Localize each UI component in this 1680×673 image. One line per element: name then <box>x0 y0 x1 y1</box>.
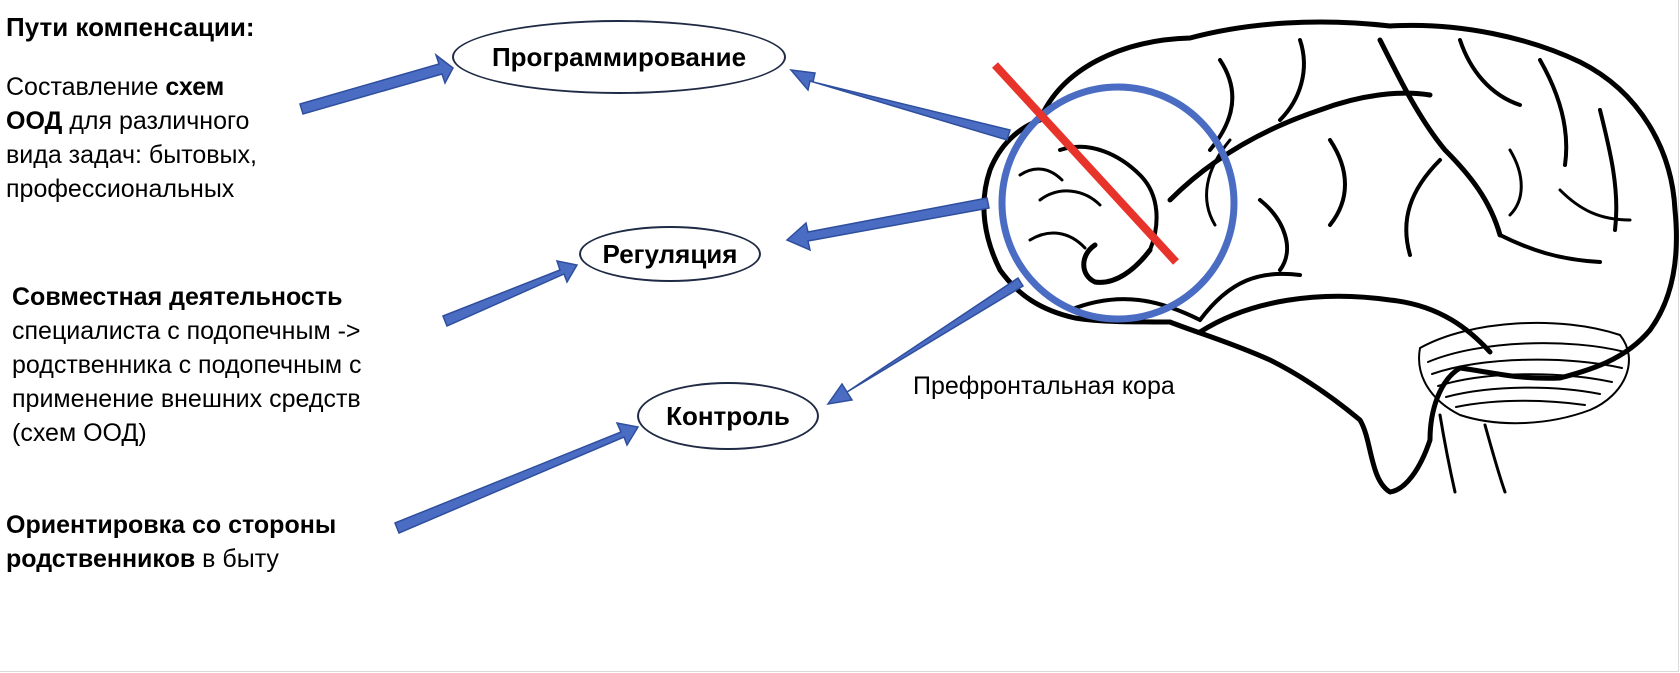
strike-line <box>992 62 1179 265</box>
arrow-block2-to-regulation <box>442 260 579 328</box>
arrow-block1-to-programming <box>299 52 454 115</box>
arrow-pfc-to-programming <box>789 69 1011 141</box>
block3-text: в быту <box>195 545 279 573</box>
node-control: Контроль <box>637 382 819 450</box>
block3-bold: родственников <box>6 545 196 573</box>
block2-line3: родственника с подопечным с <box>12 351 362 379</box>
block2-line4: применение внешних средств <box>12 385 361 413</box>
arrow-pfc-to-regulation <box>785 197 990 252</box>
prefrontal-highlight-circle <box>998 83 1238 323</box>
compensation-block-schemes: Составление схем ООД для различного вида… <box>6 70 257 206</box>
block2-line2: специалиста с подопечным -> <box>12 317 361 345</box>
node-regulation: Регуляция <box>579 226 761 282</box>
block2-line1: Совместная деятельность <box>12 283 343 311</box>
compensation-block-orientation: Ориентировка со стороны родственников в … <box>6 508 336 576</box>
block1-line1: Составление схем <box>6 70 257 104</box>
block1-text-2: для различного <box>62 107 250 135</box>
compensation-block-joint-activity: Совместная деятельность специалиста с по… <box>12 280 362 450</box>
block1-line4: профессиональных <box>6 175 235 203</box>
block2-line5: (схем ООД) <box>12 419 147 447</box>
arrows <box>299 52 1025 534</box>
block1-line2: ООД для различного <box>6 104 257 138</box>
prefrontal-cortex-label: Префронтальная кора <box>913 372 1175 400</box>
brain-illustration <box>981 19 1679 495</box>
block3-line1: Ориентировка со стороны <box>6 511 337 539</box>
block3-line2: родственников в быту <box>6 542 336 576</box>
arrow-pfc-to-control <box>826 276 1025 406</box>
block1-bold: схем <box>165 73 225 101</box>
block1-text: Составление <box>6 73 166 101</box>
block1-line3: вида задач: бытовых, <box>6 141 257 169</box>
node-programming: Программирование <box>452 20 786 94</box>
page-title: Пути компенсации: <box>6 12 255 42</box>
block1-bold-2: ООД <box>6 107 63 135</box>
arrow-block3-to-control <box>394 421 640 534</box>
